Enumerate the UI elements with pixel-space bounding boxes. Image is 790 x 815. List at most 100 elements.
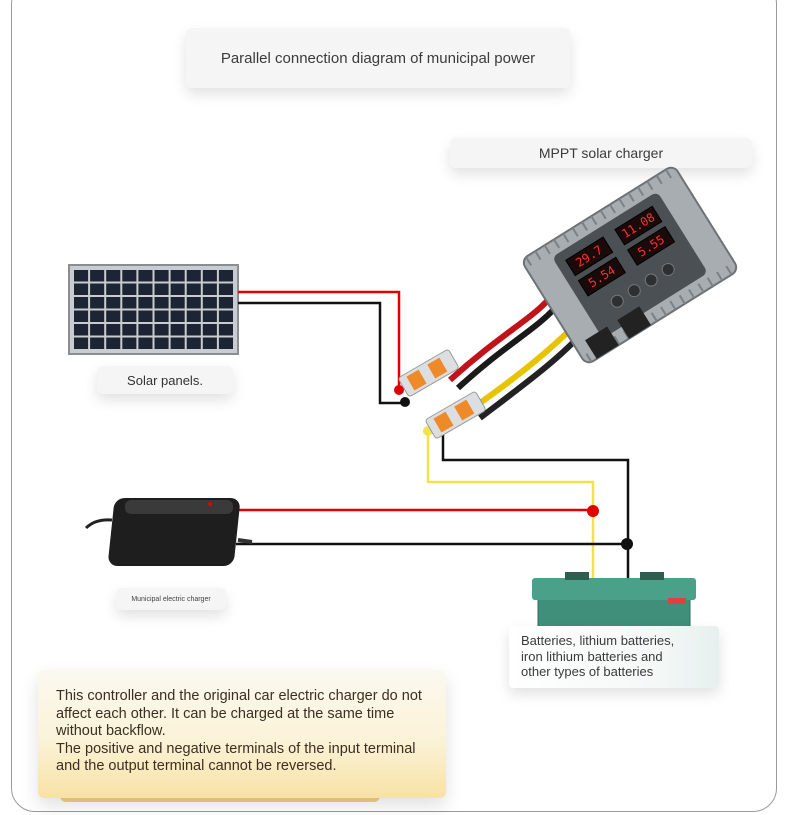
solar-cell (122, 270, 137, 282)
battery-label-line-2: iron lithium batteries and (521, 648, 663, 664)
solar-cell (90, 324, 105, 336)
heatsink-fin (525, 256, 533, 266)
controller-cable-black (455, 305, 558, 391)
solar-cell (138, 270, 153, 282)
solar-cell (90, 297, 105, 309)
solar-cell (74, 324, 89, 336)
battery-label-line-3: other types of batteries (521, 664, 654, 679)
heatsink-fin (613, 335, 621, 346)
solar-cell (106, 324, 121, 336)
junction-charger-positive (587, 505, 599, 517)
heatsink-fin (655, 174, 663, 185)
heatsink-fin (590, 215, 598, 226)
solar-cell (170, 324, 185, 336)
solar-cell (74, 337, 89, 349)
solar-cell (218, 337, 233, 349)
controller-cable-red (447, 297, 551, 383)
note-paragraph-2: The positive and negative terminals of t… (56, 740, 416, 775)
heatsink-fin (534, 250, 542, 261)
solar-cell (122, 324, 137, 336)
heatsink-fin (646, 180, 654, 191)
heatsink-fin (688, 288, 696, 299)
terminal-connector-output-icon (425, 391, 486, 439)
battery-label-line-1: Batteries, lithium batteries, (521, 633, 675, 648)
heatsink-fin (678, 294, 686, 305)
junction-solar-negative (400, 397, 410, 407)
heatsink-fin (543, 244, 551, 255)
solar-cell (138, 337, 153, 349)
junction-charger-negative (621, 538, 633, 550)
heatsink-fin (697, 283, 705, 293)
solar-cell (218, 283, 233, 295)
solar-cell (106, 283, 121, 295)
solar-cell (154, 270, 169, 282)
heatsink-fin (627, 192, 635, 202)
solar-cell (170, 297, 185, 309)
solar-cell (138, 324, 153, 336)
output-negative-wire (441, 432, 630, 578)
solar-cell (154, 310, 169, 322)
junction-solar-positive (394, 385, 404, 395)
solar-cell (154, 283, 169, 295)
battery-label: Batteries, lithium batteries, iron lithi… (509, 626, 719, 688)
solar-panels-label: Solar panels. (97, 366, 233, 394)
terminal-connector-input-icon (398, 349, 459, 397)
heatsink-fin (571, 227, 579, 237)
solar-cell (218, 324, 233, 336)
solar-cell (154, 297, 169, 309)
solar-cell (202, 337, 217, 349)
output-positive-wire (426, 432, 595, 578)
heatsink-fin (725, 265, 733, 276)
solar-cell (138, 297, 153, 309)
solar-cell (154, 324, 169, 336)
diagram-title: Parallel connection diagram of municipal… (186, 28, 570, 88)
solar-cell (138, 283, 153, 295)
solar-cell (90, 283, 105, 295)
solar-cell (106, 297, 121, 309)
heatsink-fin (585, 353, 593, 363)
solar-cell (186, 337, 201, 349)
heatsink-fin (581, 221, 589, 231)
solar-cell (186, 297, 201, 309)
solar-cell (186, 310, 201, 322)
solar-cell (106, 310, 121, 322)
solar-cell (74, 297, 89, 309)
solar-negative-wire (238, 301, 405, 405)
heatsink-fin (660, 306, 668, 316)
solar-cell (202, 310, 217, 322)
solar-cell (106, 270, 121, 282)
solar-cell (154, 337, 169, 349)
solar-cell (122, 337, 137, 349)
heatsink-fin (669, 300, 677, 311)
solar-cell (170, 270, 185, 282)
solar-cell (202, 297, 217, 309)
mppt-label: MPPT solar charger (450, 138, 752, 168)
solar-cell (170, 337, 185, 349)
municipal-charger-label: Municipal electric charger (116, 588, 226, 610)
solar-cell (122, 283, 137, 295)
solar-cell (218, 270, 233, 282)
solar-cell (170, 310, 185, 322)
solar-cell (74, 310, 89, 322)
mppt-controller-icon: 29.7 11.08 5.54 5.55 (522, 166, 738, 364)
solar-cell (218, 297, 233, 309)
heatsink-fin (637, 186, 644, 196)
heatsink-fin (706, 277, 714, 287)
solar-cell (186, 283, 201, 295)
solar-cell (90, 310, 105, 322)
heatsink-fin (716, 271, 724, 282)
solar-cell (90, 337, 105, 349)
heatsink-fin (599, 209, 607, 220)
solar-cell (138, 310, 153, 322)
solar-cell (218, 310, 233, 322)
note-paragraph-1: This controller and the original car ele… (56, 688, 422, 739)
heatsink-fin (664, 168, 672, 179)
solar-cell (186, 324, 201, 336)
heatsink-fin (609, 203, 617, 214)
solar-cell (74, 270, 89, 282)
solar-panel-icon (68, 264, 239, 355)
heatsink-fin (553, 238, 561, 249)
solar-cell (122, 310, 137, 322)
municipal-charger-icon (84, 498, 253, 566)
solar-cell (202, 324, 217, 336)
